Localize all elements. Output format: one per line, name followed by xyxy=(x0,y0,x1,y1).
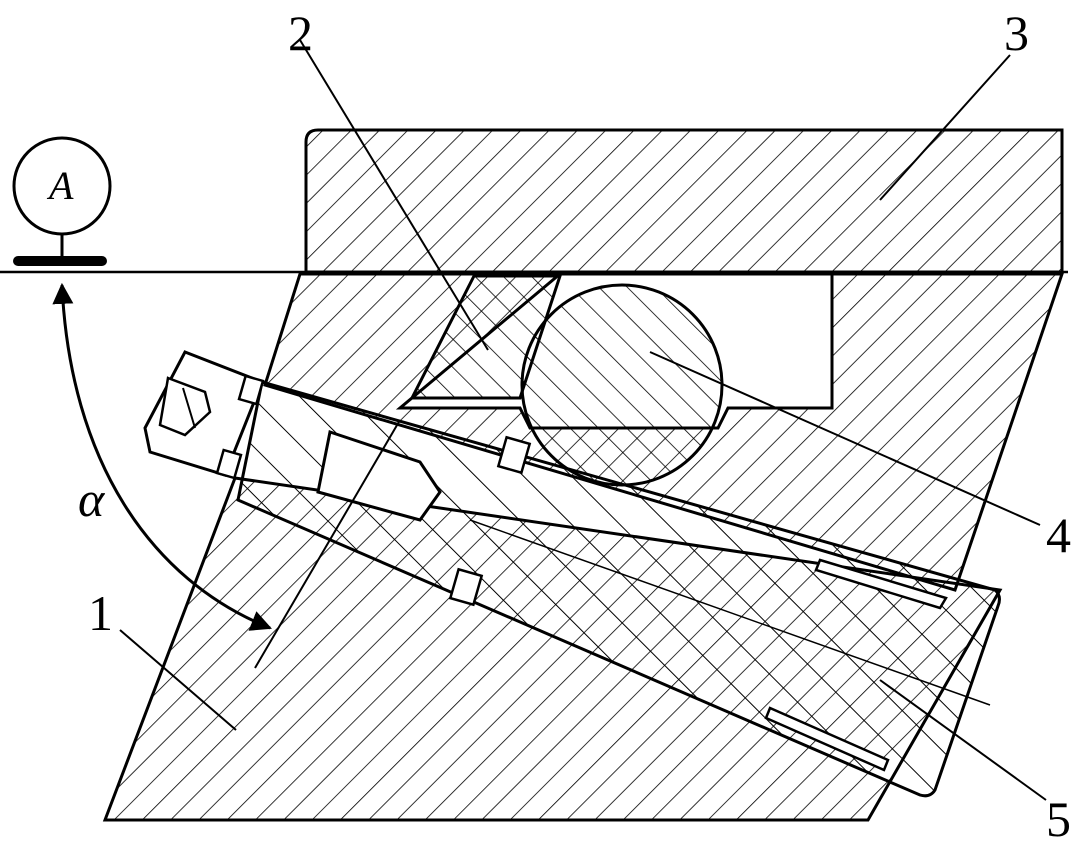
key-middle xyxy=(496,435,532,475)
label-part-1: 1 xyxy=(88,585,113,641)
label-part-2: 2 xyxy=(288,5,313,61)
label-part-5: 5 xyxy=(1046,791,1071,847)
seal-right-upper xyxy=(814,558,948,610)
label-angle-alpha: α xyxy=(78,471,105,527)
leader-4 xyxy=(649,351,1041,526)
key-lower xyxy=(448,567,484,607)
screw-center-line xyxy=(469,519,991,706)
label-datum-a: A xyxy=(49,163,74,208)
part-3-top-plate xyxy=(304,128,1064,274)
seal-right-lower xyxy=(764,706,890,772)
leader-3 xyxy=(879,54,1011,201)
inner-bolt xyxy=(316,430,442,522)
part-4-roller xyxy=(520,283,724,487)
leader-1 xyxy=(119,629,237,731)
label-part-3: 3 xyxy=(1004,5,1029,61)
angle-arc xyxy=(52,282,272,631)
leader-2 xyxy=(299,39,489,351)
leader-5 xyxy=(879,679,1047,801)
leader-2b xyxy=(254,419,401,669)
label-part-4: 4 xyxy=(1046,507,1071,563)
